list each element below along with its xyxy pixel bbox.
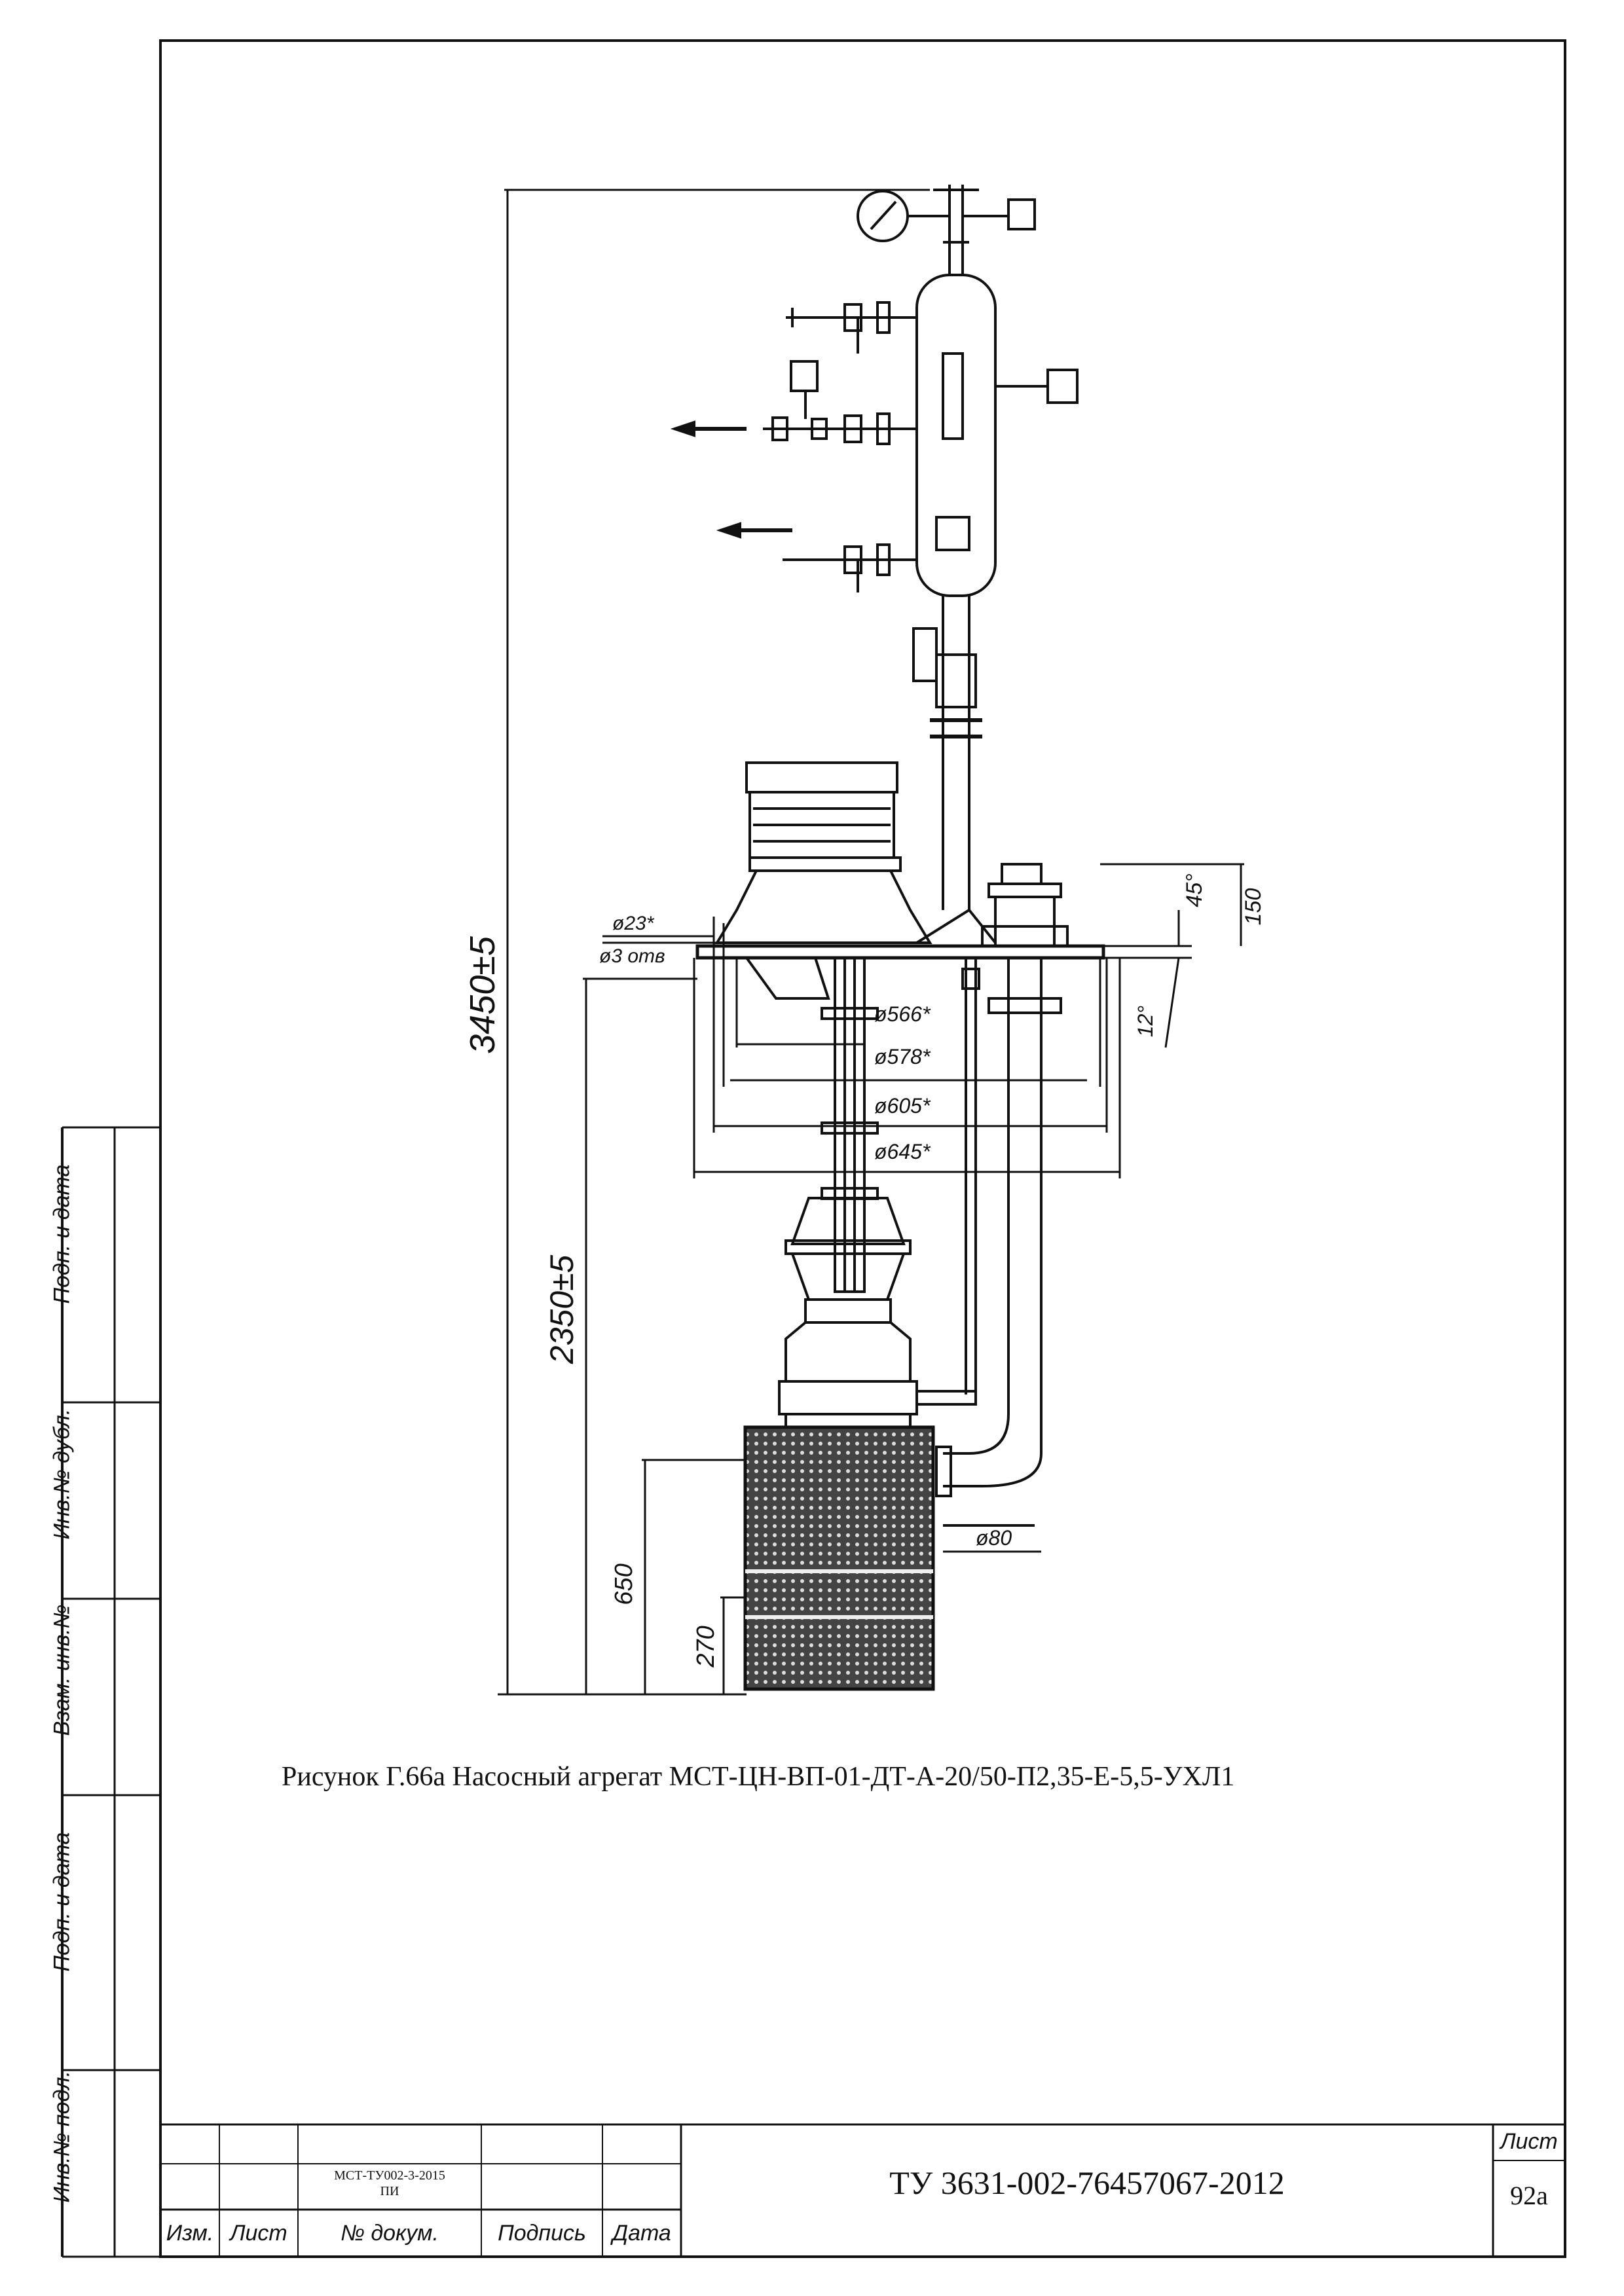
dim-d80: ø80 [976,1526,1012,1550]
branch-valve-3 [783,543,917,592]
col-izm: Изм. [166,2221,214,2246]
dim-45: 45° [1182,873,1207,907]
dim-overall-height: 3450±5 [463,936,502,1054]
branch-valve-2 [763,360,917,445]
electric-motor [714,761,932,944]
dim-pipe-height: 2350±5 [544,1255,580,1365]
dim-650: 650 [610,1563,638,1605]
sheet-label: Лист [1500,2129,1558,2154]
dim-d578: ø578* [874,1045,931,1068]
branch-valve-1 [786,301,917,354]
dim-d605: ø605* [874,1094,931,1118]
doc-ref-line1: МСТ-ТУ002-3-2015 [334,2168,445,2183]
dim-270: 270 [692,1626,720,1667]
col-list: Лист [230,2221,287,2246]
dim-150: 150 [1241,888,1266,926]
dim-d645: ø645* [874,1140,931,1163]
doc-ref-line2: ПИ [380,2184,399,2198]
col-data: Дата [612,2221,671,2246]
dim-d23: ø23* [612,913,655,934]
pressure-gauge-icon [857,190,950,242]
dim-d566: ø566* [874,1002,931,1026]
dim-12: 12° [1134,1006,1157,1038]
strainer-basket [743,1425,935,1691]
col-dokum: № докум. [341,2221,439,2246]
dim-d3: ø3 отв [599,945,665,967]
document-designation: ТУ 3631-002-76457067-2012 [889,2164,1285,2201]
sheet-number: 92а [1510,2181,1548,2210]
col-podpis: Подпись [498,2221,586,2246]
figure-caption: Рисунок Г.66а Насосный агрегат МСТ-ЦН-ВП… [282,1762,1235,1792]
collector-vessel [915,274,997,597]
